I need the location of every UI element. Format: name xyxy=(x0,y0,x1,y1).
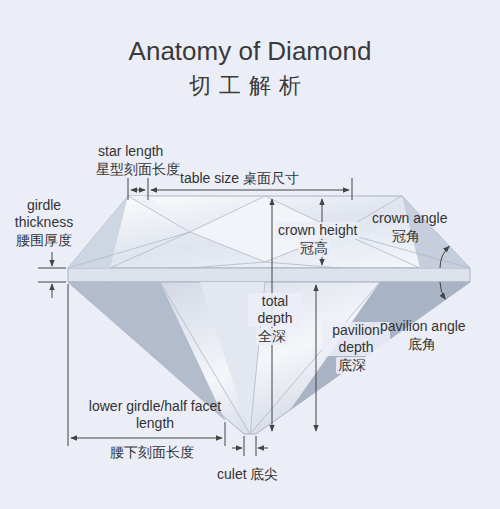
girdle-arrow xyxy=(52,284,53,298)
facet-lines xyxy=(68,196,470,434)
diagram-title: Anatomy of Diamond xyxy=(0,36,500,66)
culet-arrow xyxy=(258,448,268,449)
dimension-label: crown height xyxy=(276,222,359,239)
girdle xyxy=(68,268,470,282)
extension-line xyxy=(244,436,256,456)
dimension-label: 冠高 xyxy=(298,240,330,257)
dimension-label: 腰围厚度 xyxy=(14,232,74,249)
table-size-arrow xyxy=(151,190,349,191)
extension-line xyxy=(38,268,66,282)
dimension-label: 底角 xyxy=(408,336,436,353)
dimension-label: star length xyxy=(98,143,163,160)
dimension-label: 全深 xyxy=(256,328,288,345)
star-length-arrow xyxy=(131,190,145,191)
dimension-label: pavilion depth xyxy=(322,322,390,356)
diamond-body xyxy=(68,196,470,434)
dimension-label: crown angle xyxy=(372,210,448,227)
facet xyxy=(68,196,128,268)
crown xyxy=(68,196,470,268)
pavilion xyxy=(68,282,470,434)
dimension-label: 冠角 xyxy=(392,228,420,245)
diagram-subtitle: 切工解析 xyxy=(0,72,499,100)
pavilion-angle-arc xyxy=(440,282,445,299)
dimension-label: pavilion angle xyxy=(380,318,466,335)
dimension-label: lower girdle/half facet length xyxy=(80,398,230,432)
dimension-label: 底深 xyxy=(336,357,368,374)
dimension-label: 腰下刻面长度 xyxy=(110,444,194,461)
pavilion-depth-arrow xyxy=(316,285,317,431)
dimension-label: culet 底尖 xyxy=(217,466,278,483)
dimension-label: total depth xyxy=(248,293,302,327)
dimension-label: 星型刻面长度 xyxy=(96,161,180,178)
crown-angle-arc xyxy=(440,246,449,268)
dimension-lines xyxy=(38,178,449,456)
dimension-label: table size 桌面尺寸 xyxy=(180,170,299,187)
girdle-arrow xyxy=(52,252,53,266)
culet-arrow xyxy=(232,448,242,449)
lower-girdle-arrow xyxy=(71,438,222,439)
dimension-label: girdle thickness xyxy=(4,197,84,231)
